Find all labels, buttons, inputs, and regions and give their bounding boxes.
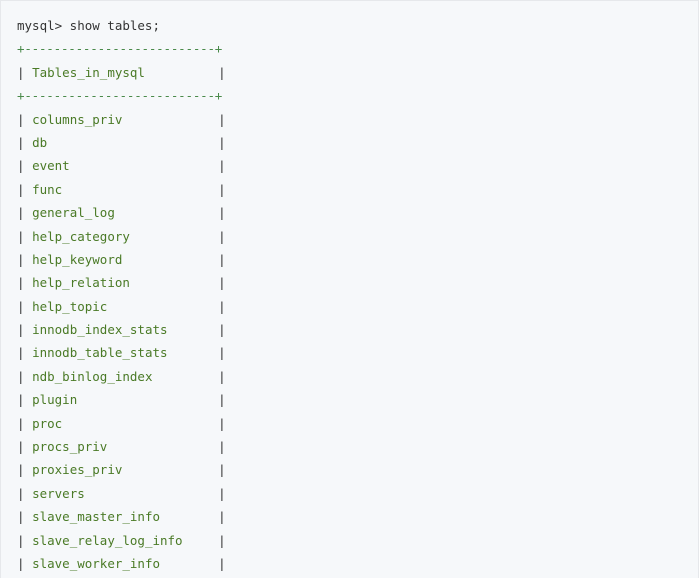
table-row: | proxies_priv | [17,458,698,481]
mysql-command-line: mysql> show tables; [17,18,160,33]
table-cell: general_log [32,205,115,221]
table-cell: proc [32,415,63,431]
pipe-right: | [218,251,226,267]
pipe-left: | [17,275,25,291]
table-row: | innodb_index_stats | [17,318,698,341]
pipe-right: | [218,134,226,150]
table-row: | help_relation | [17,271,698,294]
pipe-left: | [17,181,25,197]
pipe-right: | [218,439,226,455]
table-cell: help_topic [32,298,108,314]
table-row: | general_log | [17,201,698,224]
pipe-left: | [17,462,25,478]
pipe-right: | [218,322,226,338]
table-cell: servers [32,485,85,501]
pipe-left: | [17,205,25,221]
pipe-left: | [17,485,25,501]
table-row: | servers | [17,482,698,505]
pipe-left: | [17,322,25,338]
table-row: | innodb_table_stats | [17,341,698,364]
pipe-left: | [17,415,25,431]
pipe-right: | [218,205,226,221]
pipe-right: | [218,345,226,361]
pipe-right: | [218,509,226,525]
pipe-left: | [17,368,25,384]
pipe-left: | [17,228,25,244]
table-cell: innodb_table_stats [32,345,168,361]
table-cell: help_relation [32,275,130,291]
pipe-right: | [218,485,226,501]
pipe-right: | [218,368,226,384]
pipe-left: | [17,439,25,455]
table-cell: slave_worker_info [32,555,160,571]
table-cell: slave_relay_log_info [32,532,183,548]
pipe-right: | [218,64,226,80]
table-header-row: | Tables_in_mysql | [17,61,698,84]
table-cell: func [32,181,63,197]
table-row: | func | [17,178,698,201]
pipe-right: | [218,392,226,408]
pipe-right: | [218,415,226,431]
pipe-right: | [218,228,226,244]
pipe-right: | [218,532,226,548]
pipe-left: | [17,158,25,174]
pipe-left: | [17,555,25,571]
pipe-left: | [17,134,25,150]
table-cell: db [32,134,48,150]
table-row: | columns_priv | [17,108,698,131]
pipe-left: | [17,345,25,361]
pipe-left: | [17,509,25,525]
pipe-left: | [17,392,25,408]
table-rows: | columns_priv|| db|| event|| func|| gen… [17,108,698,576]
pipe-left: | [17,111,25,127]
table-cell: proxies_priv [32,462,123,478]
table-row: | help_category | [17,225,698,248]
table-cell: ndb_binlog_index [32,368,153,384]
table-row: | slave_relay_log_info | [17,529,698,552]
pipe-left: | [17,298,25,314]
table-cell: help_category [32,228,130,244]
pipe-left: | [17,532,25,548]
pipe-left: | [17,251,25,267]
table-row: | ndb_binlog_index | [17,365,698,388]
table-header-label: Tables_in_mysql [32,64,145,80]
table-row: | plugin | [17,388,698,411]
pipe-right: | [218,275,226,291]
table-cell: event [32,158,70,174]
table-row: | proc | [17,412,698,435]
table-row: | slave_master_info | [17,505,698,528]
table-cell: columns_priv [32,111,123,127]
table-row: | help_keyword | [17,248,698,271]
pipe-right: | [218,298,226,314]
table-row: | event | [17,154,698,177]
pipe-right: | [218,462,226,478]
pipe-right: | [218,111,226,127]
table-cell: procs_priv [32,439,108,455]
table-cell: innodb_index_stats [32,322,168,338]
table-row: | db | [17,131,698,154]
table-top-border: +--------------------------+ [17,41,223,57]
table-cell: help_keyword [32,251,123,267]
pipe-right: | [218,158,226,174]
table-row: | help_topic | [17,295,698,318]
table-header-border: +--------------------------+ [17,88,223,104]
pipe-left: | [17,64,25,80]
pipe-right: | [218,181,226,197]
table-row: | slave_worker_info | [17,552,698,575]
table-cell: slave_master_info [32,509,160,525]
pipe-right: | [218,555,226,571]
table-row: | procs_priv | [17,435,698,458]
table-cell: plugin [32,392,78,408]
